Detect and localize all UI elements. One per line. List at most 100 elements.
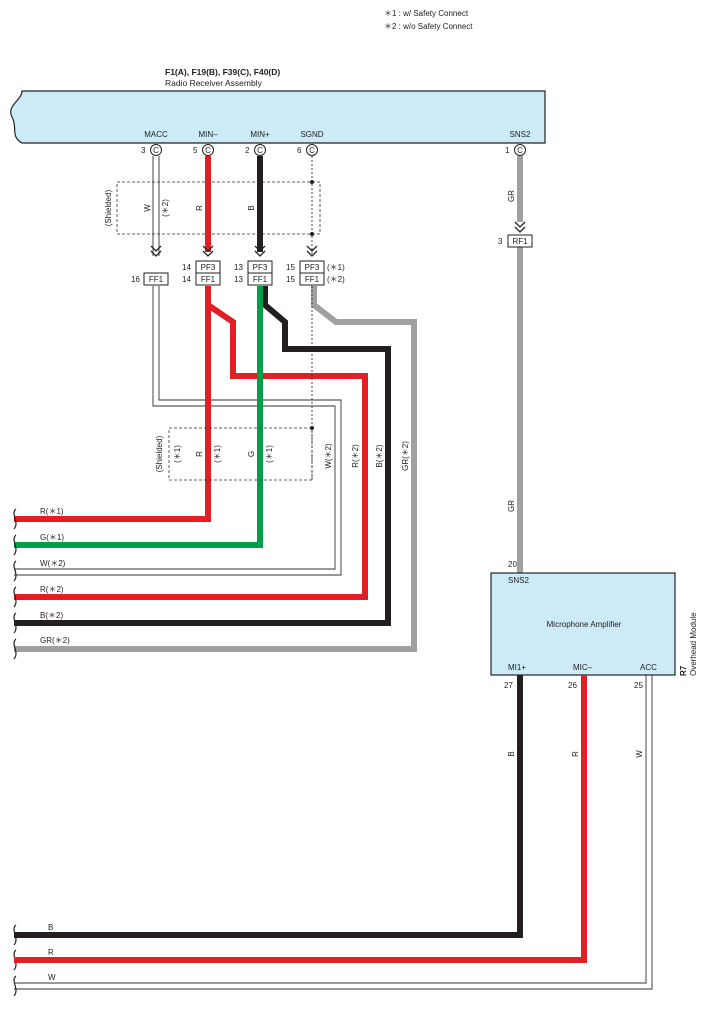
bottom-label-b: B [48,923,53,932]
jb-pf3-min-minus: PF3 [201,263,216,272]
svg-text:C: C [153,146,159,155]
bottom-label-w: W [48,973,56,982]
upper-w-label: W [143,204,152,212]
svg-text:C: C [309,146,315,155]
out-label-r1: R(＊1) [40,507,64,516]
pin-label-min-minus: MIN– [198,130,218,139]
svg-text:C: C [257,146,263,155]
lower-g-label: G [247,451,256,457]
lower-r2-label: R(＊2) [351,444,360,468]
pin-2c: 2 C [245,144,266,156]
pin-6c: 6 C [297,144,318,156]
jb-pin-15a: 15 [286,263,295,272]
amp-pin-acc-num: 25 [634,681,643,690]
mid-gr-label: GR [507,500,516,512]
radio-connectors: F1(A), F19(B), F39(C), F40(D) [165,67,280,77]
amp-pin-mic-label: MIC– [573,663,593,672]
upper-shielded-label: (Shielded) [104,189,113,226]
jb-rf1: RF1 [512,237,528,246]
jb-ff1-sgnd: FF1 [305,275,320,284]
wire-b2-lower [14,286,391,626]
jb-ff1-min-minus: FF1 [201,275,216,284]
jb-ff1-macc: FF1 [149,275,164,284]
bottom-label-r: R [48,948,54,957]
lower-w2-label: W(＊2) [324,443,333,469]
jb-pin-3: 3 [498,237,503,246]
jb-pin-13b: 13 [234,275,243,284]
amp-wire-b-label: B [507,751,516,756]
jb-ff1-min-plus: FF1 [253,275,268,284]
legend-note-2: ＊2 : w/o Safety Connect [384,22,473,31]
wire-r1-lower [14,286,211,522]
lower-shield-box [168,427,313,481]
svg-text:C: C [517,146,523,155]
amp-pin-sns2-label: SNS2 [508,576,529,585]
radio-receiver-box [10,90,546,144]
wire-b-bottom [14,675,523,938]
wire-gr2-lower [14,286,417,652]
upper-b-label: B [247,205,256,210]
jb-pin-14b: 14 [182,275,191,284]
lower-note-1c: (＊1) [265,445,274,463]
svg-text:2: 2 [245,146,250,155]
amp-pin-mi1-label: MI1+ [508,663,526,672]
jb-pin-14a: 14 [182,263,191,272]
jb-note-2: (＊2) [327,275,345,284]
jb-pf3-sgnd: PF3 [305,263,320,272]
amp-wire-r-label: R [571,751,580,757]
pin-5c: 5 C [193,144,214,156]
legend-note-1: ＊1 : w/ Safety Connect [384,9,469,18]
svg-text:3: 3 [141,146,146,155]
out-label-g1: G(＊1) [40,533,64,542]
out-label-gr2: GR(＊2) [40,636,70,645]
wire-g1-lower [14,286,263,548]
amp-pin-mic-num: 26 [568,681,577,690]
lower-shielded-label: (Shielded) [155,435,164,472]
upper-w-note: (＊2) [161,199,170,217]
svg-text:5: 5 [193,146,198,155]
jb-pin-15b: 15 [286,275,295,284]
out-label-r2: R(＊2) [40,585,64,594]
jb-pin-16: 16 [131,275,140,284]
pin-label-macc: MACC [144,130,168,139]
out-label-b2: B(＊2) [40,611,63,620]
wire-w-bottom [14,675,653,990]
lower-note-1b: (＊1) [213,445,222,463]
amp-pin-sns2-num: 20 [508,560,517,569]
svg-text:C: C [205,146,211,155]
jb-pf3-min-plus: PF3 [253,263,268,272]
svg-text:6: 6 [297,146,302,155]
shield-dot-2 [310,232,314,236]
amp-pin-mi1-num: 27 [504,681,513,690]
junction-boxes [143,234,533,286]
amp-name: Microphone Amplifier [547,620,622,629]
wire-w2-lower [14,286,342,576]
lower-note-1a: (＊1) [173,445,182,463]
pin-label-sgnd: SGND [300,130,323,139]
pin-label-sns2: SNS2 [510,130,531,139]
upper-gr-label: GR [507,190,516,202]
pin-3c: 3 C [141,144,162,156]
lower-b2-label: B(＊2) [375,444,384,467]
lower-gr2-label: GR(＊2) [401,441,410,471]
radio-name: Radio Receiver Assembly [165,78,263,88]
module-name: Overhead Module [689,612,698,676]
jb-pin-13a: 13 [234,263,243,272]
shield-dot-1 [310,180,314,184]
upper-shield-box [116,181,321,235]
wire-r-bottom [14,675,587,963]
amp-wire-w-label: W [635,750,644,758]
lower-r-label: R [195,451,204,457]
pin-label-min-plus: MIN+ [250,130,270,139]
left-break-marks [13,508,17,997]
upper-r-label: R [195,205,204,211]
amp-pin-acc-label: ACC [640,663,657,672]
out-label-w2: W(＊2) [40,559,66,568]
jb-note-1: (＊1) [327,263,345,272]
svg-text:1: 1 [505,146,510,155]
connector-chevrons [150,221,526,257]
microphone-amplifier-box [490,572,676,676]
wire-w-upper [152,156,160,256]
pin-1c: 1 C [505,144,526,156]
